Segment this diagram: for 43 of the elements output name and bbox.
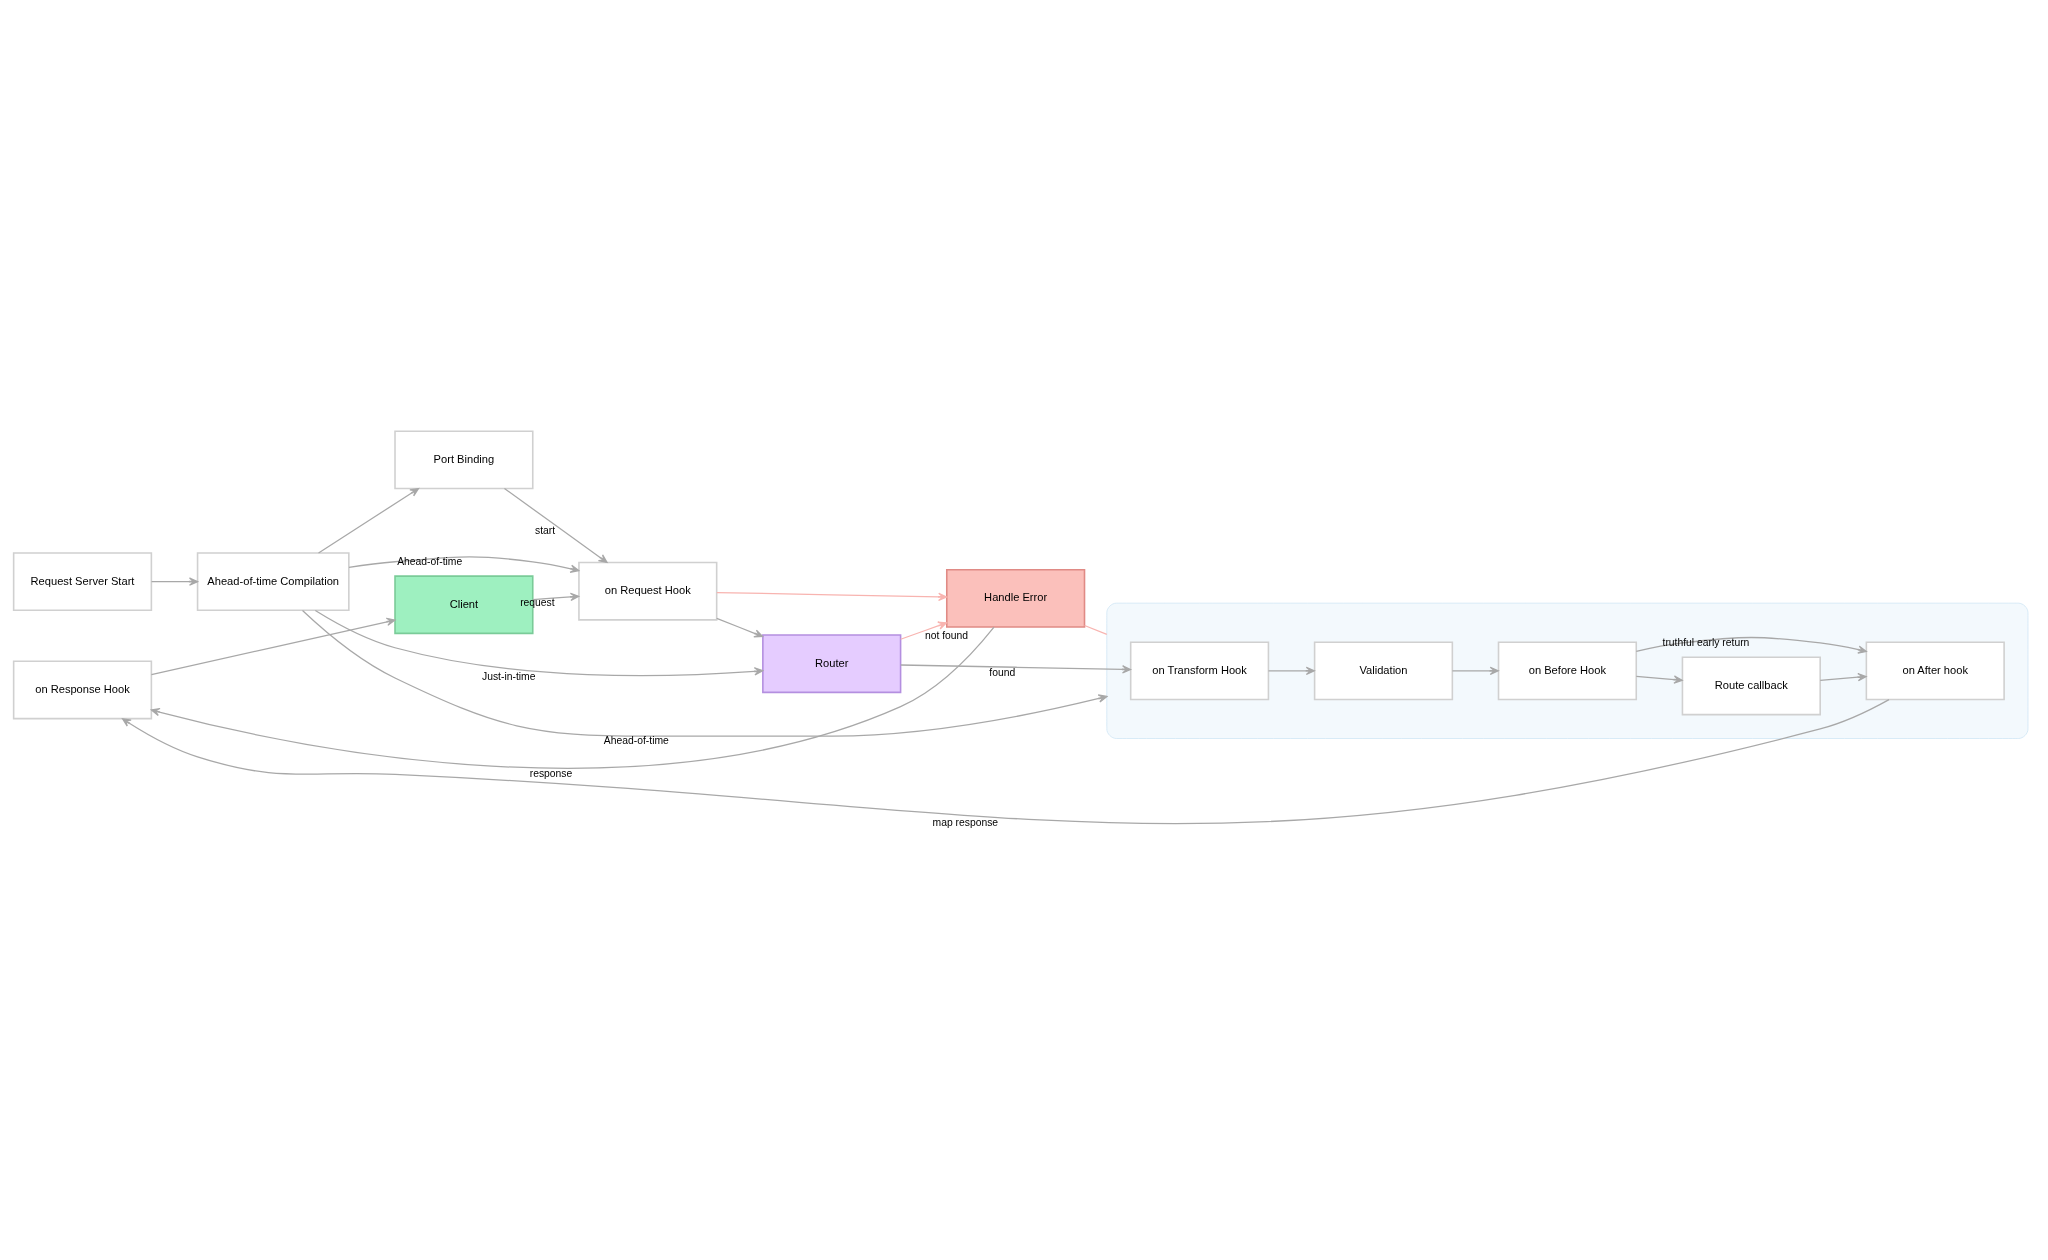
arrow [150,617,396,676]
edge-label: Ahead-of-time [603,735,669,747]
edge-label: response [529,767,573,779]
node-box: Request Server Start [12,552,153,612]
edge-label: request [520,597,555,609]
connector [1083,624,1108,635]
arrow [716,591,948,602]
arrow [1267,666,1315,676]
arrow [1819,672,1867,682]
arrow [301,609,1108,737]
edge-label: found [989,666,1016,678]
arrow [348,556,580,573]
arrow [1451,666,1499,676]
node-box: Router [762,634,902,694]
node-box: on Response Hook [12,660,153,720]
edge-label: start [535,524,556,536]
arrow [317,487,420,554]
arrow [716,617,764,638]
arrow [1635,636,1867,654]
node-box: on Transform Hook [1129,641,1270,701]
node-box: Validation [1313,641,1454,701]
cluster [1106,602,2029,739]
edge-label: Ahead-of-time [397,556,463,568]
arrow [900,621,948,640]
arrow [503,487,608,564]
node-box: on Request Hook [578,561,718,621]
arrow [150,577,199,586]
edge-label: Just-in-time [481,670,536,682]
node-box: Ahead-of-time Compilation [196,552,350,612]
arrow [900,664,1132,674]
node-box: Handle Error [945,568,1086,628]
edge-label: not found [924,630,969,642]
arrow [121,699,1890,824]
arrow [314,609,764,677]
node-box: on After hook [1865,641,2005,701]
edge-label: truthful early return [1662,636,1750,648]
edge-label: map response [932,816,999,828]
arrow [150,626,995,769]
node-box: on Before Hook [1497,641,1638,701]
node-box: Route callback [1681,656,1821,716]
arrow [532,592,580,602]
arrow [1635,675,1683,684]
node-box: Port Binding [394,430,534,490]
